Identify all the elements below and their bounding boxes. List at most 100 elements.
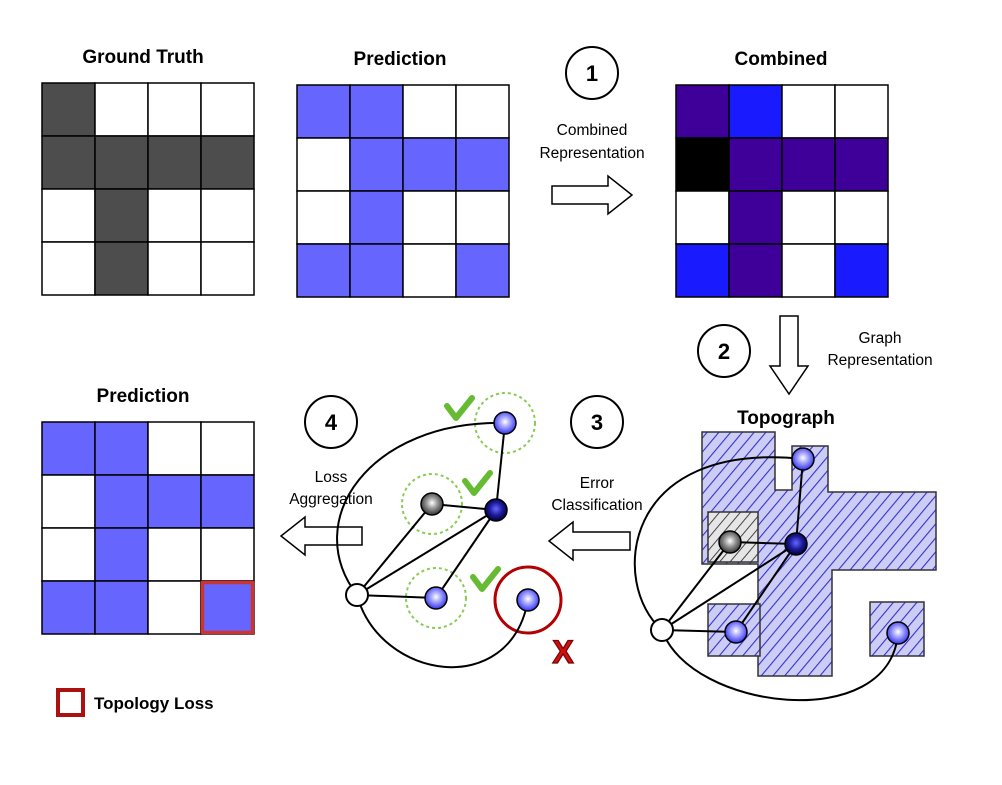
grid-cell: [200, 241, 255, 296]
step-3-label-line1: Error: [580, 475, 614, 492]
graph-node-root: [650, 618, 674, 642]
grid-cell: [41, 527, 96, 582]
correct-ring: [474, 392, 536, 454]
grid-cell: [728, 84, 783, 139]
graph-edge: [661, 543, 797, 631]
step-4-number: 4: [325, 410, 338, 435]
prediction-top-title: Prediction: [354, 49, 447, 70]
grid-cell: [781, 84, 836, 139]
graph-node: [791, 447, 815, 471]
check-icon: [470, 566, 501, 592]
step-3: 3 Error Classification: [547, 395, 643, 562]
grid-cell: [94, 527, 149, 582]
arrow-down-icon: [768, 315, 810, 396]
grid-cell: [94, 474, 149, 529]
grid-cell: [455, 84, 510, 139]
grid-cell: [349, 190, 404, 245]
grid-cell: [349, 84, 404, 139]
grid-cell: [41, 188, 96, 243]
graph-edge: [795, 458, 804, 545]
grid-cell: [728, 137, 783, 192]
step-4-label-line2: Aggregation: [289, 491, 373, 508]
step-3-number: 3: [591, 410, 603, 435]
legend-label: Topology Loss: [94, 694, 214, 713]
grid-cell: [675, 137, 730, 192]
grid-cell: [402, 190, 457, 245]
grid-cell: [834, 137, 889, 192]
graph-node: [420, 492, 444, 516]
grid-cell: [349, 243, 404, 298]
graph-edge: [661, 541, 731, 631]
grid-cell: [147, 241, 202, 296]
check-icon: [462, 470, 493, 496]
cross-icon: X: [552, 634, 574, 670]
grid-cell: [41, 135, 96, 190]
arrow-left-icon: [279, 515, 363, 557]
grid-cell: [94, 135, 149, 190]
error-ring: [493, 565, 563, 635]
legend-swatch: [56, 688, 85, 717]
prediction-grid: [296, 84, 510, 298]
graph-node: [493, 411, 517, 435]
grid-cell: [402, 137, 457, 192]
grid-cell: [296, 243, 351, 298]
topograph-title: Topograph: [737, 408, 835, 429]
check-icon: [444, 395, 475, 421]
graph-node-root: [345, 583, 369, 607]
step-2-label-line1: Graph: [858, 330, 901, 347]
combined-grid: [675, 84, 889, 298]
step-2-label-line2: Representation: [827, 352, 932, 369]
grid-cell: [834, 190, 889, 245]
step-1-number: 1: [586, 61, 598, 86]
error-classification-graph: X: [336, 392, 575, 671]
grid-cell: [41, 580, 96, 635]
grid-cell: [94, 580, 149, 635]
correct-ring: [401, 473, 463, 535]
grid-cell: [147, 580, 202, 635]
graph-edge: [356, 594, 529, 669]
grid-cell: [200, 135, 255, 190]
correct-ring: [405, 567, 467, 629]
graph-node: [784, 532, 808, 556]
step-3-circle: [570, 395, 624, 449]
step-2-circle: [697, 324, 751, 378]
arrow-left-icon: [547, 520, 631, 562]
grid-cell: [41, 474, 96, 529]
step-1-label-line1: Combined: [557, 122, 628, 139]
graph-edge: [356, 594, 437, 599]
grid-cell: [94, 188, 149, 243]
combined-title: Combined: [735, 49, 828, 70]
grid-cell: [200, 474, 255, 529]
grid-cell: [675, 243, 730, 298]
graph-node: [484, 498, 508, 522]
grid-cell: [728, 243, 783, 298]
grid-cell: [781, 243, 836, 298]
grid-cell: [834, 84, 889, 139]
step-3-label-line2: Classification: [551, 497, 642, 514]
prediction-bottom-title: Prediction: [97, 386, 190, 407]
graph-edge: [356, 509, 497, 596]
prediction-loss-grid: [41, 421, 255, 635]
legend: Topology Loss: [56, 688, 214, 717]
graph-edge: [633, 456, 804, 631]
grid-cell: [94, 241, 149, 296]
step-1-circle: [565, 46, 619, 100]
grid-cell: [296, 190, 351, 245]
grid-cell: [147, 421, 202, 476]
grid-cell: [296, 137, 351, 192]
graph-edge: [495, 422, 506, 511]
grid-cell: [402, 84, 457, 139]
grid-cell: [147, 527, 202, 582]
step-1: 1 Combined Representation: [539, 46, 645, 216]
grid-cell: [349, 137, 404, 192]
topograph: [633, 431, 937, 702]
grid-cell: [200, 527, 255, 582]
step-4-label-line1: Loss: [315, 469, 348, 486]
grid-cell: [402, 243, 457, 298]
grid-cell: [675, 190, 730, 245]
step-4: 4 Loss Aggregation: [279, 395, 373, 557]
graph-edge: [735, 543, 797, 633]
ground-truth-grid: [41, 82, 255, 296]
grid-cell: [41, 421, 96, 476]
